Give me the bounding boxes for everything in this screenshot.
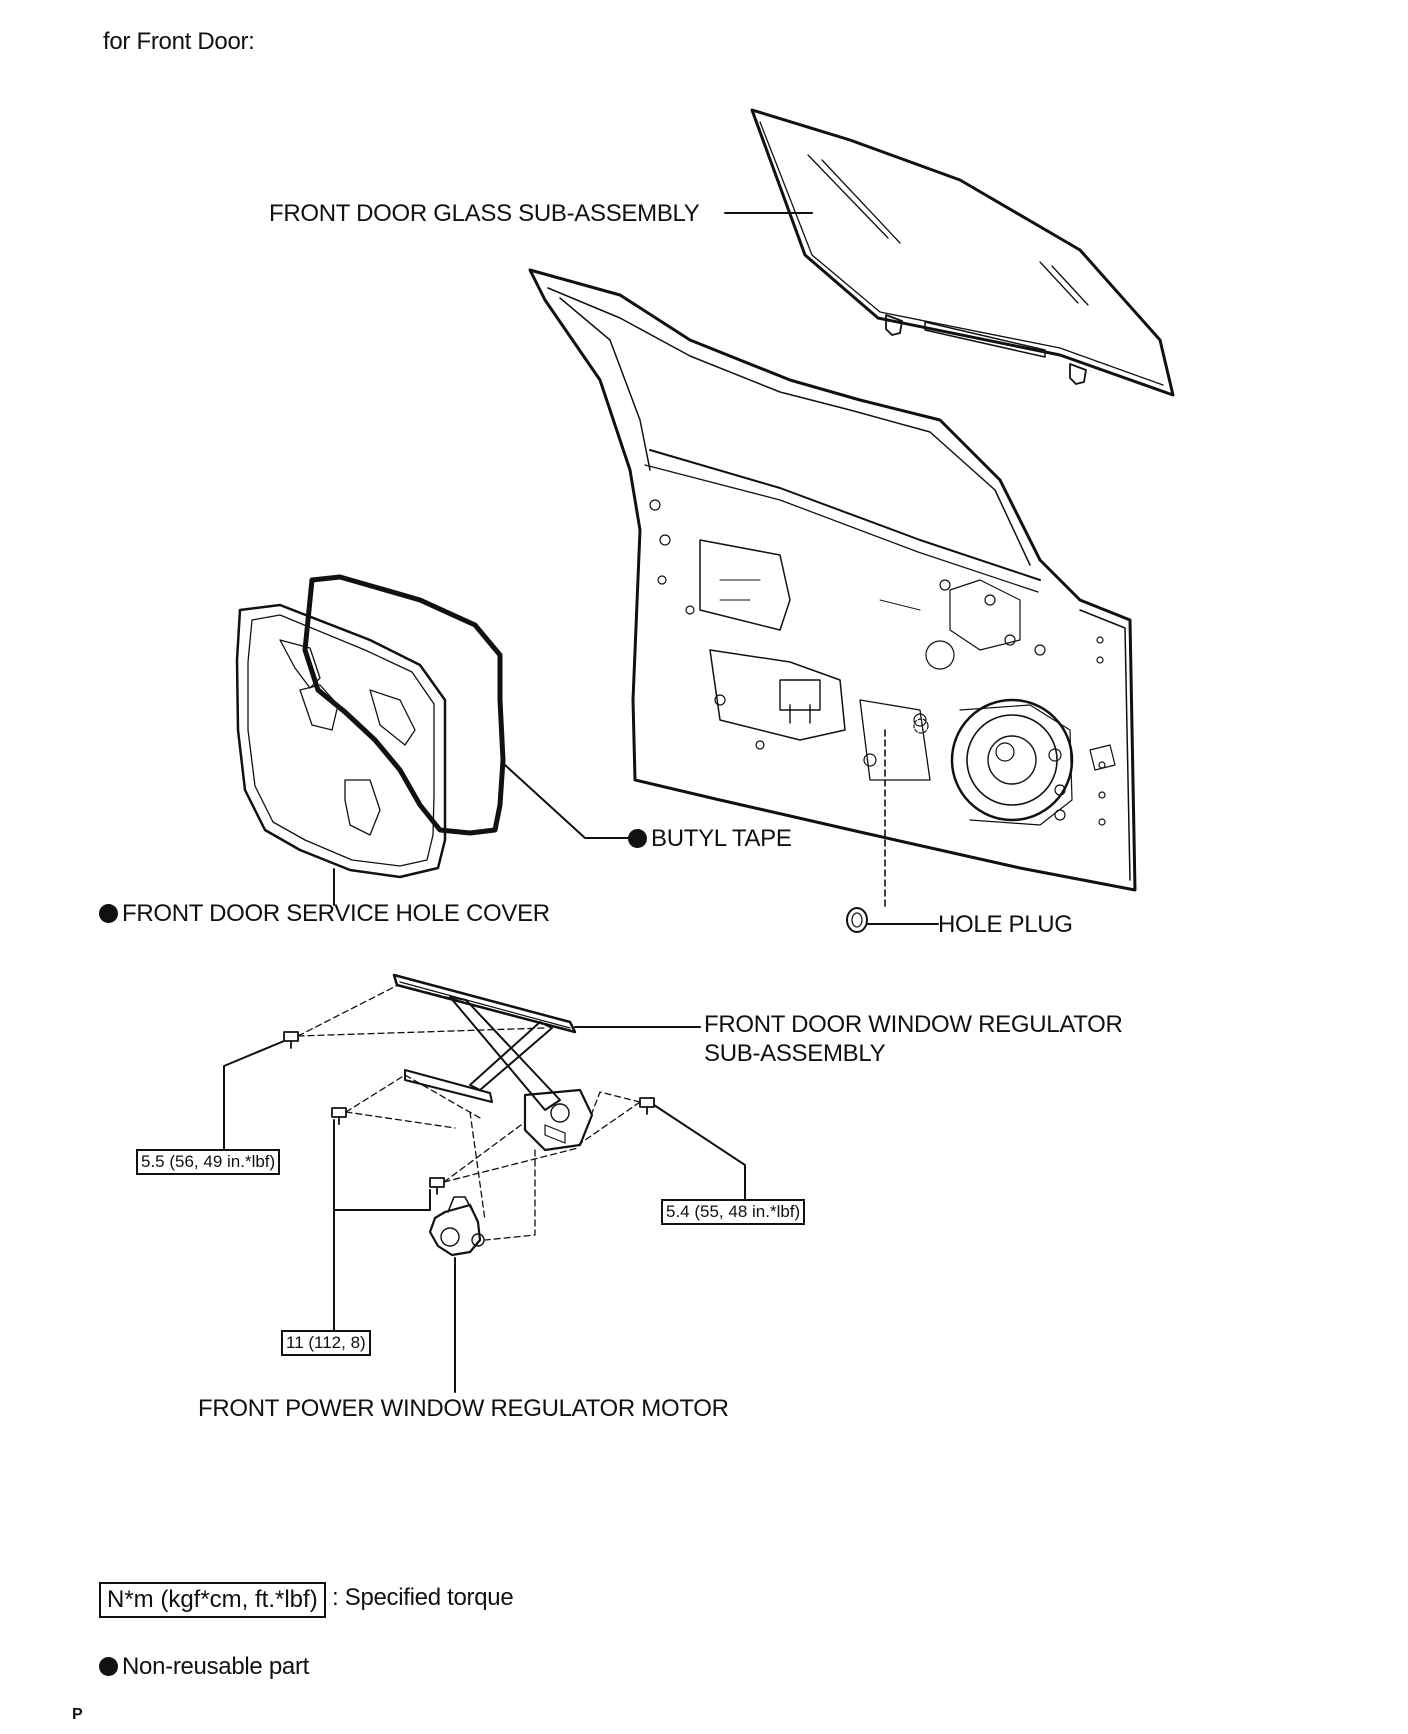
butyl-tape-label: BUTYL TAPE xyxy=(628,825,792,853)
non-reusable-mark-icon xyxy=(99,904,118,923)
torque-left-leader-line xyxy=(223,1040,285,1151)
bolt-center-lower xyxy=(429,1177,445,1195)
window-regulator-drawing xyxy=(392,973,594,1152)
non-reusable-legend: Non-reusable part xyxy=(99,1653,309,1681)
front-door-glass-label: FRONT DOOR GLASS SUB-ASSEMBLY xyxy=(269,200,700,227)
torque-legend-description: : Specified torque xyxy=(332,1584,514,1611)
non-reusable-mark-icon xyxy=(628,829,647,848)
service-hole-cover-label: FRONT DOOR SERVICE HOLE COVER xyxy=(99,900,550,928)
regulator-motor-drawing xyxy=(428,1196,485,1257)
torque-right-leader-line xyxy=(653,1104,746,1201)
bolt-right xyxy=(639,1097,655,1115)
corner-mark: P xyxy=(72,1706,83,1723)
front-door-glass-drawing xyxy=(750,108,1175,397)
torque-unit-legend: N*m (kgf*cm, ft.*lbf) xyxy=(99,1582,326,1618)
torque-lower-badge: 11 (112, 8) xyxy=(281,1330,371,1356)
service-hole-cover-drawing xyxy=(235,603,447,879)
regulator-motor-label: FRONT POWER WINDOW REGULATOR MOTOR xyxy=(198,1395,729,1422)
butyl-tape-text: BUTYL TAPE xyxy=(651,825,792,852)
hole-plug-drawing xyxy=(846,907,868,933)
window-regulator-label-line1: FRONT DOOR WINDOW REGULATOR xyxy=(704,1011,1123,1038)
butyl-tape-leader-line xyxy=(504,764,631,839)
torque-left-badge: 5.5 (56, 49 in.*lbf) xyxy=(136,1149,281,1175)
service-hole-cover-text: FRONT DOOR SERVICE HOLE COVER xyxy=(122,900,550,927)
butyl-tape-drawing xyxy=(302,574,506,836)
non-reusable-mark-icon xyxy=(99,1657,118,1676)
page-title: for Front Door: xyxy=(103,28,255,55)
window-regulator-label: FRONT DOOR WINDOW REGULATOR SUB-ASSEMBLY xyxy=(704,1010,1123,1068)
assembly-dashed-lines xyxy=(297,984,641,1241)
window-regulator-label-line2: SUB-ASSEMBLY xyxy=(704,1040,886,1067)
bolt-left-top xyxy=(283,1031,299,1049)
torque-right-badge: 5.4 (55, 48 in.*lbf) xyxy=(661,1199,806,1225)
torque-lower-leader-lines xyxy=(333,1119,431,1332)
hole-plug-label: HOLE PLUG xyxy=(938,911,1073,938)
non-reusable-legend-text: Non-reusable part xyxy=(122,1653,310,1680)
front-door-panel-drawing xyxy=(528,268,1137,892)
